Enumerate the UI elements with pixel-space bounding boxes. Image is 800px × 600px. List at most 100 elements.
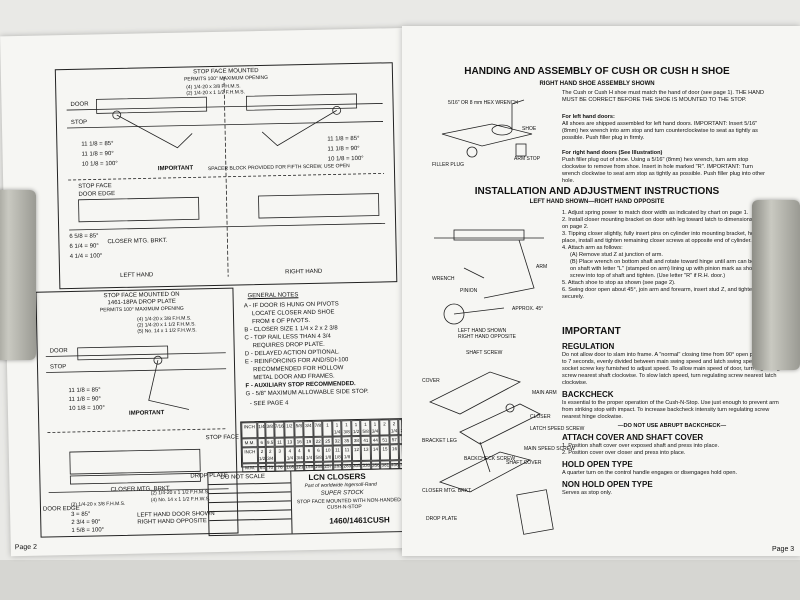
top-bottom-angle-90: 6 1/4 = 90° bbox=[69, 243, 99, 251]
backcheck-screw-label: BACKCHECK SCREW bbox=[464, 456, 516, 462]
latch-speed-label: LATCH SPEED SCREW bbox=[530, 426, 585, 432]
drop-caption-2: RIGHT HAND OPPOSITE bbox=[137, 518, 207, 526]
table-row-label: M.M. bbox=[241, 438, 258, 448]
install-step: 1. Adjust spring power to match door wid… bbox=[562, 210, 749, 216]
table-cell: 6 bbox=[257, 437, 267, 448]
do-not-scale: DO NOT SCALE bbox=[220, 473, 266, 481]
top-closer-bracket: CLOSER MTG. BRKT. bbox=[107, 237, 168, 246]
table-cell: 1 3/8 bbox=[341, 420, 352, 437]
bracket-leg-label: BRACKET LEG bbox=[422, 438, 457, 444]
drop-plate-diagram: STOP FACE MOUNTED ON 1461-18PA DROP PLAT… bbox=[35, 287, 240, 538]
table-cell: 7/16 bbox=[273, 421, 285, 438]
right-page: HANDING AND ASSEMBLY OF CUSH OR CUSH H S… bbox=[402, 26, 800, 556]
shaft-screw-label: SHAFT SCREW bbox=[466, 350, 503, 356]
arm-stop-label: ARM STOP bbox=[514, 156, 541, 162]
table-cell: 1 3/4 bbox=[370, 419, 380, 436]
install-caption-1: LEFT HAND SHOWN bbox=[458, 328, 507, 334]
table-cell: 22 bbox=[313, 436, 324, 446]
general-notes-title: GENERAL NOTES bbox=[247, 292, 299, 300]
drop-stop-label: STOP bbox=[49, 364, 67, 371]
filler-plug-label: FILLER PLUG bbox=[432, 162, 464, 168]
left-hand-heading: For left hand doors: bbox=[562, 114, 615, 120]
right-hand-label: RIGHT HAND bbox=[285, 268, 323, 276]
top-door-label: DOOR bbox=[70, 101, 89, 108]
table-cell: 7/8 bbox=[313, 420, 323, 437]
table-cell: 4 1/4 bbox=[285, 446, 295, 463]
top-screw-label-2: (2) 1/4-20 x 1 1/2 F.H.M.S. bbox=[186, 89, 246, 97]
install-step: (A) Remove stud Z at junction of arm. bbox=[570, 252, 663, 258]
drop-important-label: IMPORTANT bbox=[128, 410, 165, 417]
table-cell: 25 bbox=[322, 436, 333, 446]
drop-bottom-angle-90: 2 3/4 = 90° bbox=[71, 519, 101, 527]
important-title: IMPORTANT bbox=[562, 326, 621, 337]
right-hand-heading: For right hand doors (See Illustration) bbox=[562, 150, 663, 156]
table-cell: 15 bbox=[380, 444, 391, 461]
wrench-label: WRENCH bbox=[432, 276, 455, 282]
table-cell: 32 bbox=[332, 436, 343, 446]
table-cell: 5/8 bbox=[294, 421, 304, 438]
drop-angle-85: 11 1/8 = 85° bbox=[68, 387, 101, 395]
shaft-cover-label: SHAFT COVER bbox=[506, 460, 542, 466]
arm-installation-illustration bbox=[434, 229, 544, 325]
table-cell: 1 1/4 bbox=[332, 420, 342, 437]
table-cell: 57 bbox=[389, 435, 400, 445]
table-surface bbox=[0, 560, 800, 600]
top-angle-85: 11 1/8 = 85° bbox=[81, 141, 114, 148]
non-hold-open-text: Serves as stop only. bbox=[562, 490, 612, 496]
table-cell: 1 1/2 bbox=[351, 419, 361, 437]
table-cell: 2 1/2 bbox=[257, 446, 267, 464]
top-installation-diagram: STOP FACE MOUNTED PERMITS 100° MAXIMUM O… bbox=[54, 62, 398, 290]
table-cell: 19 bbox=[303, 436, 314, 447]
attach-step: 2. Position cover over closer and press … bbox=[562, 450, 686, 456]
table-cell: 3 bbox=[274, 446, 286, 463]
table-cell: 38 bbox=[351, 435, 362, 446]
table-cell: 13 bbox=[284, 437, 295, 447]
attach-title: ATTACH COVER AND SHAFT COVER bbox=[562, 433, 704, 442]
install-steps: 1. Adjust spring power to match door wid… bbox=[562, 210, 778, 301]
shoe-label: SHOE bbox=[522, 126, 537, 132]
top-angle-100: 10 1/8 = 100° bbox=[81, 160, 118, 168]
install-subtitle: LEFT HAND SHOWN—RIGHT HAND OPPOSITE bbox=[529, 199, 665, 205]
table-cell: 12 bbox=[351, 444, 362, 462]
drop-screw-bottom-1: (2) 1/4-20 x 1 1/2 F.H.M.S. bbox=[150, 489, 210, 497]
table-cell: 6 1/4 bbox=[304, 445, 314, 463]
top-diagram-drawing bbox=[66, 76, 386, 277]
drop-screw-3: (5) No. 14 x 1 1/2 F.H.W.S. bbox=[137, 327, 197, 335]
install-step: 6. Swing door open about 45°, join arm a… bbox=[562, 287, 756, 300]
top-stop-face: STOP FACE bbox=[78, 183, 112, 190]
table-cell: 13 bbox=[361, 444, 371, 461]
regulation-title: REGULATION bbox=[562, 342, 615, 351]
table-cell: 35 bbox=[341, 436, 352, 446]
attach-step: 1. Position shaft cover over exposed sha… bbox=[562, 443, 720, 449]
handing-subtitle: RIGHT HAND SHOE ASSEMBLY SHOWN bbox=[539, 81, 655, 87]
table-row-label: INCH bbox=[241, 447, 259, 464]
door-closer-part-left bbox=[0, 190, 36, 360]
table-cell: 1/2 bbox=[284, 421, 295, 438]
pinion-label: PINION bbox=[460, 288, 478, 294]
handing-intro: The Cush or Cush H shoe must match the h… bbox=[562, 90, 764, 103]
note-line: G - 5/8" MAXIMUM ALLOWABLE SIDE STOP. bbox=[245, 388, 369, 398]
table-cell: 1/4 bbox=[257, 421, 266, 439]
right-page-number: Page 3 bbox=[772, 546, 795, 553]
table-cell: 3/4 bbox=[303, 420, 314, 438]
backcheck-title: BACKCHECK bbox=[562, 390, 614, 399]
note-line: LOCATE CLOSER AND SHOE bbox=[251, 309, 335, 318]
regulation-text: Do not allow door to slam into frame. A … bbox=[562, 352, 780, 386]
top-stop-label: STOP bbox=[70, 119, 88, 126]
install-caption-2: RIGHT HAND OPPOSITE bbox=[458, 334, 516, 340]
install-title: INSTALLATION AND ADJUSTMENT INSTRUCTIONS bbox=[474, 186, 720, 197]
important-section: IMPORTANT REGULATION Do not allow door t… bbox=[562, 326, 782, 497]
table-cell: 10 1/8 bbox=[323, 445, 333, 462]
note-line: - SEE PAGE 4 bbox=[249, 400, 289, 408]
drop-bottom-angle-85: 3 = 85° bbox=[71, 511, 91, 519]
drop-stop-face: STOP FACE bbox=[205, 434, 240, 442]
note-line: FROM ¢ OF PIVOTS. bbox=[252, 317, 311, 326]
door-closer-part-right bbox=[752, 200, 800, 370]
table-cell: 2 3/4 bbox=[266, 446, 275, 463]
table-cell: 44 bbox=[370, 435, 381, 445]
closer-parts-illustration bbox=[429, 371, 554, 535]
product-name: SUPER STOCK bbox=[320, 489, 364, 497]
install-step: 3. Tipping closer slightly, fully insert… bbox=[562, 231, 765, 244]
drop-door-label: DOOR bbox=[49, 348, 68, 355]
